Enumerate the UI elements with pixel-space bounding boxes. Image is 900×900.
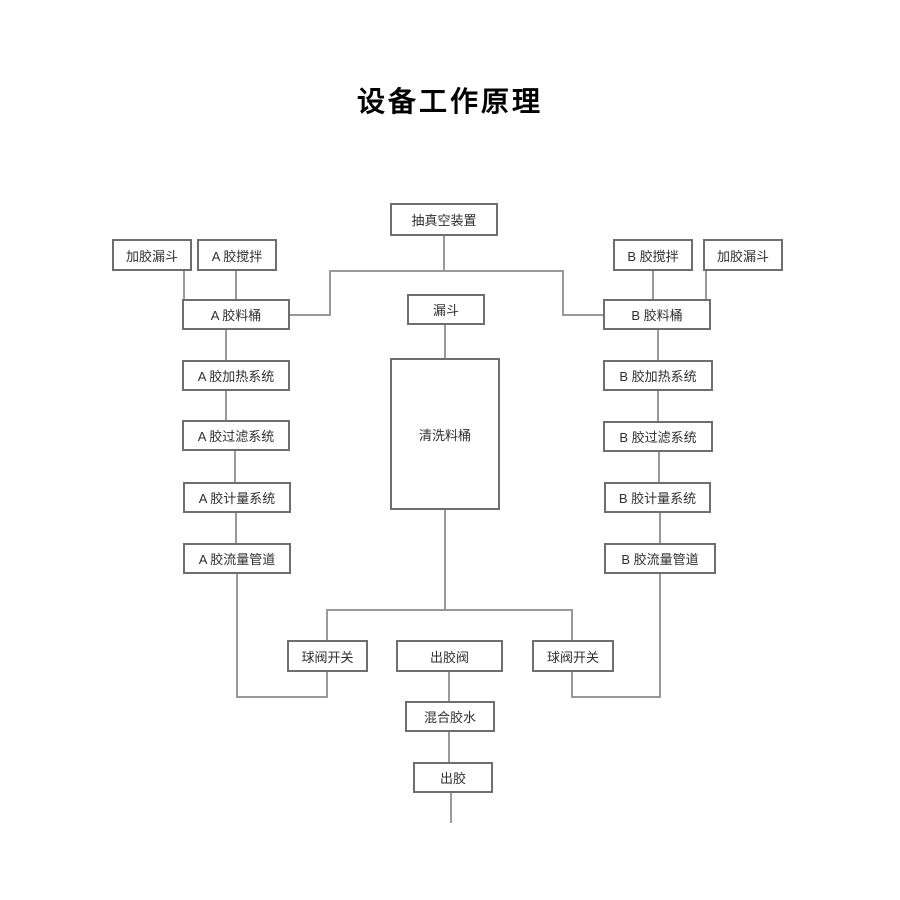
- node-left-add-glue-funnel: 加胶漏斗: [112, 239, 192, 271]
- connector: [562, 314, 603, 316]
- node-a-glue-stir: A 胶搅拌: [197, 239, 277, 271]
- node-glue-out: 出胶: [413, 762, 493, 793]
- connector: [290, 314, 331, 316]
- connector: [571, 696, 661, 698]
- node-cleaning-barrel: 清洗料桶: [390, 358, 500, 510]
- node-a-glue-flow-pipe: A 胶流量管道: [183, 543, 291, 574]
- connector: [183, 270, 185, 300]
- connector: [326, 672, 328, 698]
- connector: [443, 236, 445, 272]
- connector: [448, 672, 450, 702]
- node-a-glue-barrel: A 胶料桶: [182, 299, 290, 330]
- connector: [562, 270, 564, 316]
- connector: [329, 270, 331, 316]
- node-a-glue-heating: A 胶加热系统: [182, 360, 290, 391]
- node-b-glue-barrel: B 胶料桶: [603, 299, 711, 330]
- node-right-ball-valve: 球阀开关: [532, 640, 614, 672]
- connector: [444, 325, 446, 359]
- connector: [234, 451, 236, 483]
- connector: [326, 609, 328, 641]
- connector: [448, 732, 450, 763]
- node-b-glue-metering: B 胶计量系统: [604, 482, 711, 513]
- connector: [657, 330, 659, 361]
- connector: [236, 696, 328, 698]
- connector: [657, 391, 659, 422]
- connector: [571, 609, 573, 641]
- node-b-glue-filter: B 胶过滤系统: [603, 421, 713, 452]
- connector: [225, 391, 227, 421]
- node-b-glue-stir: B 胶搅拌: [613, 239, 693, 271]
- connector: [658, 452, 660, 483]
- connector: [235, 270, 237, 300]
- node-b-glue-flow-pipe: B 胶流量管道: [604, 543, 716, 574]
- connector: [659, 513, 661, 544]
- node-glue-outlet-valve: 出胶阀: [396, 640, 503, 672]
- connector: [236, 574, 238, 698]
- node-left-ball-valve: 球阀开关: [287, 640, 368, 672]
- connector: [652, 270, 654, 300]
- connector: [330, 270, 564, 272]
- node-a-glue-metering: A 胶计量系统: [183, 482, 291, 513]
- node-vacuum-device: 抽真空装置: [390, 203, 498, 236]
- node-center-funnel: 漏斗: [407, 294, 485, 325]
- connector: [327, 609, 573, 611]
- node-a-glue-filter: A 胶过滤系统: [182, 420, 290, 451]
- node-mixed-glue: 混合胶水: [405, 701, 495, 732]
- connector: [235, 513, 237, 544]
- page-title: 设备工作原理: [356, 86, 543, 117]
- node-right-add-glue-funnel: 加胶漏斗: [703, 239, 783, 271]
- connector: [444, 510, 446, 611]
- connector: [659, 574, 661, 698]
- connector: [705, 270, 707, 300]
- connector: [571, 672, 573, 698]
- connector: [450, 793, 452, 823]
- node-b-glue-heating: B 胶加热系统: [603, 360, 713, 391]
- connector: [225, 330, 227, 361]
